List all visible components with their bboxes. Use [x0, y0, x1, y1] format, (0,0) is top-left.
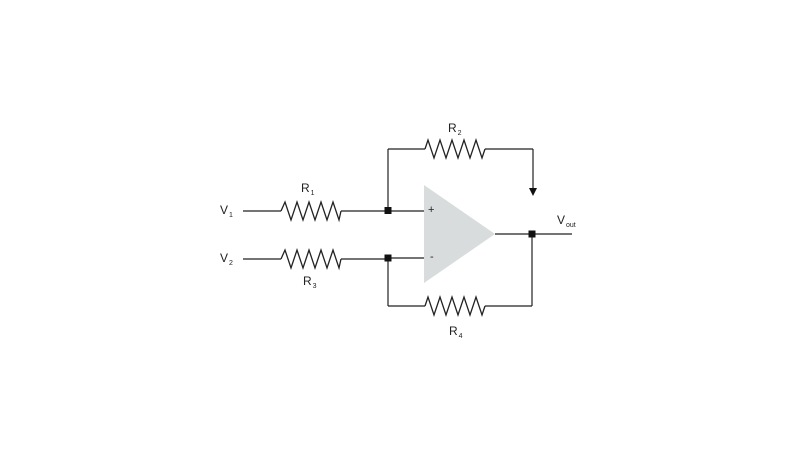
resistor-r2: [424, 137, 486, 161]
opamp-minus-sign: -: [430, 251, 434, 263]
label-r1-main: R: [301, 181, 310, 195]
label-v1: V1: [220, 204, 233, 222]
label-r2-sub: 2: [457, 130, 462, 137]
label-v1-main: V: [220, 203, 229, 217]
op-amp-triangle: [424, 185, 495, 283]
resistor-r3: [280, 247, 342, 271]
label-v2: V2: [220, 252, 233, 270]
label-r1: R1: [301, 182, 315, 200]
label-r4: R4: [449, 325, 463, 343]
label-v2-main: V: [220, 251, 229, 265]
label-r1-sub: 1: [310, 190, 315, 197]
label-r4-sub: 4: [458, 333, 463, 340]
resistor-r4: [424, 294, 486, 318]
node-plus-junction: [384, 207, 392, 214]
label-r3: R3: [303, 275, 317, 293]
label-r3-main: R: [303, 274, 312, 288]
label-r3-sub: 3: [312, 283, 317, 290]
label-v2-sub: 2: [229, 260, 233, 267]
resistor-r1: [280, 199, 342, 223]
node-minus-junction: [384, 254, 392, 262]
label-vout-sub: out: [566, 222, 576, 229]
label-r2: R2: [448, 122, 462, 140]
label-vout: Vout: [557, 214, 576, 232]
label-r4-main: R: [449, 324, 458, 338]
label-vout-main: V: [557, 213, 566, 227]
node-output-junction: [528, 230, 536, 238]
label-v1-sub: 1: [229, 212, 233, 219]
label-r2-main: R: [448, 121, 457, 135]
arrowhead-r2: [529, 188, 537, 196]
opamp-plus-sign: +: [428, 204, 435, 216]
